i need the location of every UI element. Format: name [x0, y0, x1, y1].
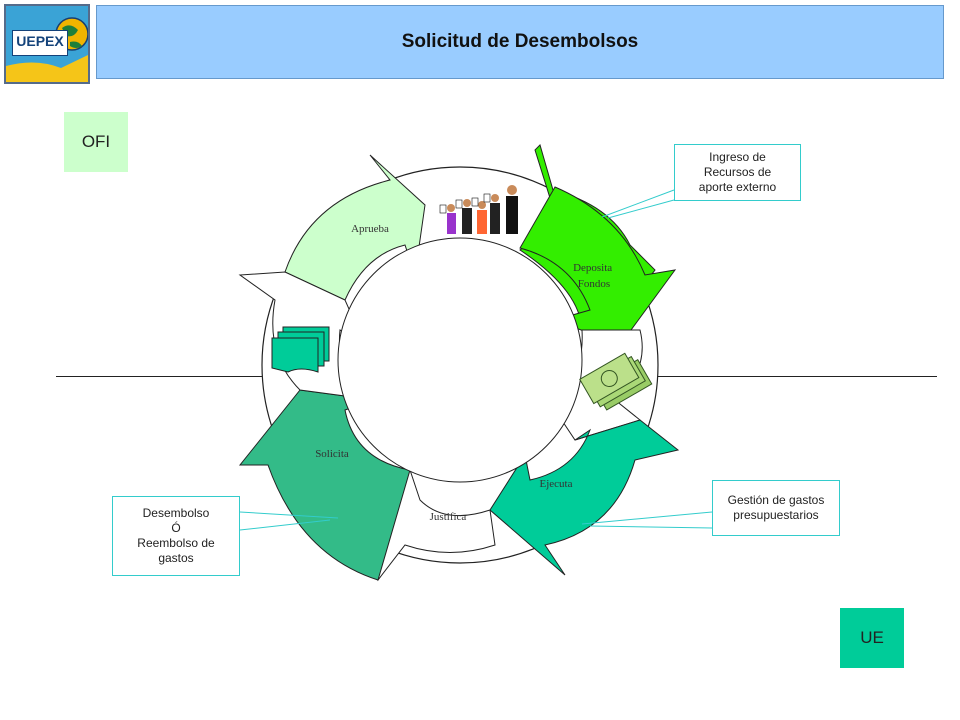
arrow-solicita [238, 389, 411, 581]
logo-text: UEPEX [16, 33, 64, 49]
callout-ingreso-line: Recursos de [703, 165, 772, 179]
step-label-aprueba: Aprueba [351, 223, 389, 235]
arrow-ejecuta [489, 419, 680, 576]
callout-ingreso-line: aporte externo [698, 180, 777, 194]
callout-pointer-ingreso [601, 189, 675, 218]
callout-pointer-ingreso-2 [607, 199, 675, 219]
step-label-deposita: Deposita Fondos [573, 262, 615, 290]
callout-desembolso-line: gastos [158, 551, 194, 565]
ue-label: UE [840, 608, 904, 668]
callout-ingreso: Ingreso de Recursos de aporte externo [674, 144, 801, 201]
callout-gestion: Gestión de gastos presupuestarios [712, 480, 840, 536]
ofi-label: OFI [64, 112, 128, 172]
money-clipart-icon [579, 352, 653, 411]
callout-pointer-gestion-2 [589, 525, 713, 529]
cycle-ring-inner [337, 237, 583, 483]
people-clipart-icon [439, 185, 518, 234]
callout-desembolso-line: Desembolso [142, 506, 210, 520]
callout-desembolso: Desembolso Ó Reembolso de gastos [112, 496, 240, 576]
step-label-solicita: Solicita [315, 448, 349, 460]
callout-pointer-desembolso [239, 511, 339, 519]
uepex-logo: UEPEX [4, 4, 90, 84]
step-label-ejecuta: Ejecuta [540, 478, 573, 490]
callout-desembolso-line: Reembolso de [137, 536, 215, 550]
logo-badge: UEPEX [12, 30, 68, 56]
callout-gestion-line: Gestión de gastos [727, 493, 825, 507]
page-title: Solicitud de Desembolsos [401, 31, 639, 52]
step-label-justifica: Justifica [430, 511, 467, 523]
callout-pointer-desembolso-2 [239, 519, 331, 531]
callout-desembolso-line: Ó [171, 521, 181, 535]
arrow-aprueba [284, 154, 426, 301]
callout-ingreso-line: Ingreso de [709, 150, 766, 164]
callout-gestion-line: presupuestarios [733, 508, 819, 522]
callout-pointer-gestion [581, 511, 713, 525]
documents-clipart-icon [271, 326, 330, 373]
title-bar: Solicitud de Desembolsos [96, 5, 944, 79]
